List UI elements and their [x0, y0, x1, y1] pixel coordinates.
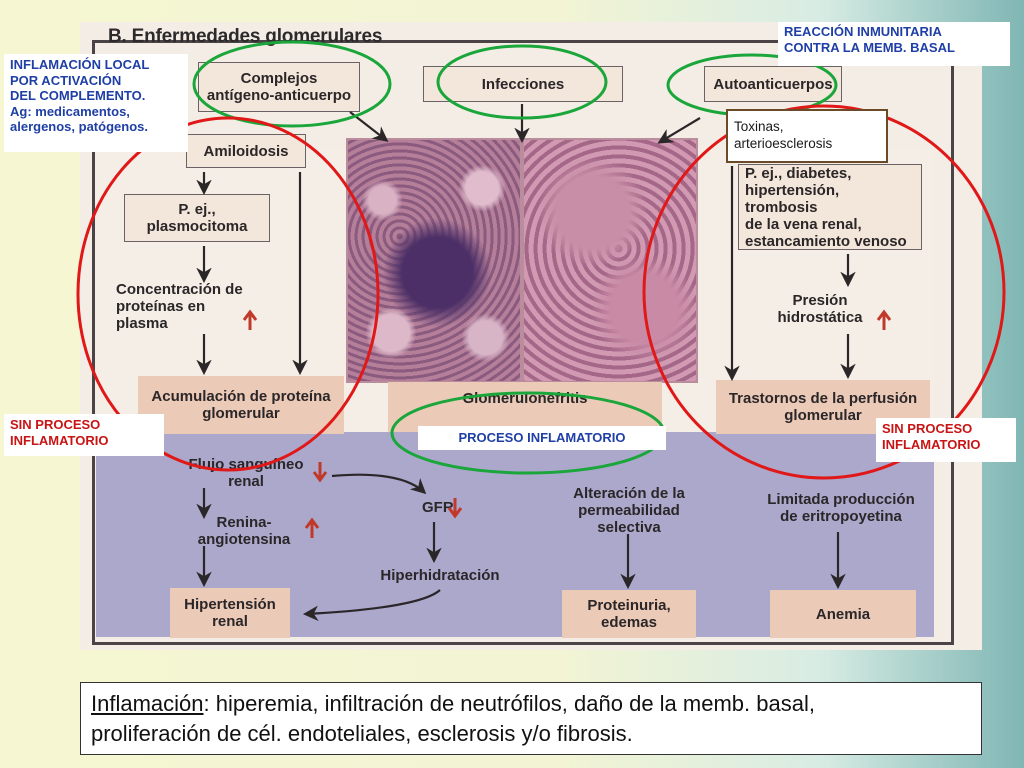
box-renina: Renina-angiotensina: [180, 514, 308, 548]
up-arrow-icon: [304, 517, 320, 538]
arrow-flujo-gfr: [331, 473, 427, 495]
figure-frame: [92, 40, 954, 645]
up-arrow-icon: [242, 309, 258, 330]
red-circle-left: [76, 116, 380, 472]
arrow-hiper-hipertension: [302, 589, 441, 622]
box-trastornos: Trastornos de la perfusión glomerular: [716, 380, 930, 434]
callout-sin-proceso-left: SIN PROCESO INFLAMATORIO: [4, 414, 164, 456]
callout-proceso-label: PROCESO INFLAMATORIO: [458, 430, 626, 445]
box-renina-label: Renina-angiotensina: [197, 514, 291, 548]
figure-frame-top: [92, 40, 954, 43]
box-presion-line1: Presión: [792, 292, 848, 309]
definition-note: Inflamación: hiperemia, infiltración de …: [80, 682, 982, 755]
box-hiperhidratacion: Hiperhidratación: [370, 564, 510, 586]
box-amiloidosis-label: Amiloidosis: [203, 142, 289, 160]
callout-inflamacion-line3: DEL COMPLEMENTO.: [10, 88, 146, 103]
box-gfr-label: GFR: [422, 498, 454, 516]
box-diabetes: P. ej., diabetes, hipertensión, trombosi…: [738, 164, 922, 250]
flow-arrows: [196, 104, 856, 622]
callout-toxinas: Toxinas, arterioesclerosis: [726, 109, 888, 163]
box-infecciones: Infecciones: [423, 66, 623, 102]
box-gfr: GFR: [416, 496, 458, 518]
box-limitada: Limitada producción de eritropoyetina: [756, 488, 926, 528]
callout-sin-proceso-right: SIN PROCESO INFLAMATORIO: [876, 418, 1016, 462]
note-line2: proliferación de cél. endoteliales, escl…: [91, 721, 633, 746]
box-limitada-line2: de eritropoyetina: [780, 508, 902, 525]
box-hipertension-line2: renal: [212, 613, 248, 630]
box-anemia-label: Anemia: [815, 605, 871, 623]
highlight-circles: [76, 40, 1006, 480]
box-plasmocitoma-line1: P. ej.,: [178, 201, 216, 218]
box-complejos-line2: antígeno-anticuerpo: [206, 87, 352, 104]
box-acumulacion-line1: Acumulación de proteína: [151, 388, 331, 405]
callout-inflamacion-local: INFLAMACIÓN LOCAL POR ACTIVACIÓN DEL COM…: [4, 54, 188, 152]
box-alteracion: Alteración de la permeabilidad selectiva: [544, 485, 714, 536]
box-infecciones-label: Infecciones: [481, 75, 565, 93]
box-acumulacion: Acumulación de proteína glomerular: [138, 376, 344, 434]
box-hipertension-renal: Hipertensión renal: [170, 588, 290, 638]
box-presion: Presión hidrostática: [770, 288, 870, 330]
box-acumulacion-line2: glomerular: [202, 405, 280, 422]
callout-toxinas-line1: Toxinas,: [734, 119, 784, 134]
callout-inflamacion-line5: alergenos, patógenos.: [10, 119, 148, 134]
box-diabetes-line4: estancamiento venoso: [745, 232, 907, 250]
box-concentracion-line2: proteínas en plasma: [116, 297, 206, 332]
box-autoanticuerpos: Autoanticuerpos: [704, 66, 842, 102]
box-limitada-line1: Limitada producción: [767, 491, 915, 508]
micrograph-right: [522, 138, 698, 383]
box-proteinuria: Proteinuria, edemas: [562, 590, 696, 638]
note-line1: : hiperemia, infiltración de neutrófilos…: [203, 691, 815, 716]
green-circle-complejos: [192, 40, 392, 128]
box-plasmocitoma-line2: plasmocitoma: [146, 218, 248, 235]
box-anemia: Anemia: [770, 590, 916, 638]
box-trastornos-line2: glomerular: [784, 407, 862, 424]
callout-inflamacion-line2: POR ACTIVACIÓN: [10, 72, 122, 88]
box-concentracion: Concentración de proteínas en plasma: [110, 280, 260, 332]
callout-reaccion-inmunitaria: REACCIÓN INMUNITARIA CONTRA LA MEMB. BAS…: [778, 22, 1010, 66]
box-alteracion-line1: Alteración de la: [573, 484, 685, 502]
box-diabetes-line1: P. ej., diabetes,: [745, 164, 852, 182]
callout-sin-left-line1: SIN PROCESO: [10, 417, 101, 432]
green-circle-infecciones: [436, 44, 608, 120]
callout-inflamacion-line1: INFLAMACIÓN LOCAL: [10, 57, 150, 72]
box-alteracion-line2: permeabilidad selectiva: [578, 501, 680, 536]
callout-sin-right-line2: INFLAMATORIO: [882, 436, 981, 452]
box-proteinuria-line2: edemas: [601, 614, 657, 631]
box-plasmocitoma: P. ej., plasmocitoma: [124, 194, 270, 242]
down-arrow-icon: [312, 462, 328, 483]
red-circle-right: [642, 104, 1006, 480]
callout-reaccion-line1: REACCIÓN INMUNITARIA: [784, 24, 942, 39]
box-complejos-line1: Complejos: [240, 70, 318, 87]
box-trastornos-line1: Trastornos de la perfusión: [728, 390, 918, 407]
down-arrow-icon: [447, 498, 463, 519]
box-diabetes-line3: de la vena renal,: [745, 215, 862, 233]
callout-reaccion-line2: CONTRA LA MEMB. BASAL: [784, 39, 955, 55]
callout-inflamacion-line4: Ag: medicamentos,: [10, 103, 130, 119]
box-proteinuria-line1: Proteinuria,: [587, 597, 671, 614]
box-diabetes-line2: hipertensión, trombosis: [745, 181, 840, 216]
callout-sin-left-line2: INFLAMATORIO: [10, 432, 109, 448]
arrow-autoanticuerpos: [657, 117, 701, 144]
box-autoanticuerpos-label: Autoanticuerpos: [713, 75, 833, 93]
box-complejos: Complejos antígeno-anticuerpo: [198, 62, 360, 112]
callout-sin-right-line1: SIN PROCESO: [882, 421, 973, 436]
change-indicators: [242, 309, 892, 538]
box-hipertension-line1: Hipertensión: [184, 596, 276, 613]
callout-toxinas-line2: arterioesclerosis: [734, 136, 833, 151]
box-presion-line2: hidrostática: [777, 309, 863, 326]
box-hiperhidratacion-label: Hiperhidratación: [380, 566, 500, 584]
box-glomerulonefritis: Glomerulonefritis: [388, 382, 662, 432]
callout-proceso-inflamatorio: PROCESO INFLAMATORIO: [418, 426, 666, 450]
note-term: Inflamación: [91, 691, 204, 716]
box-concentracion-line1: Concentración de: [116, 280, 243, 298]
up-arrow-icon: [876, 309, 892, 330]
